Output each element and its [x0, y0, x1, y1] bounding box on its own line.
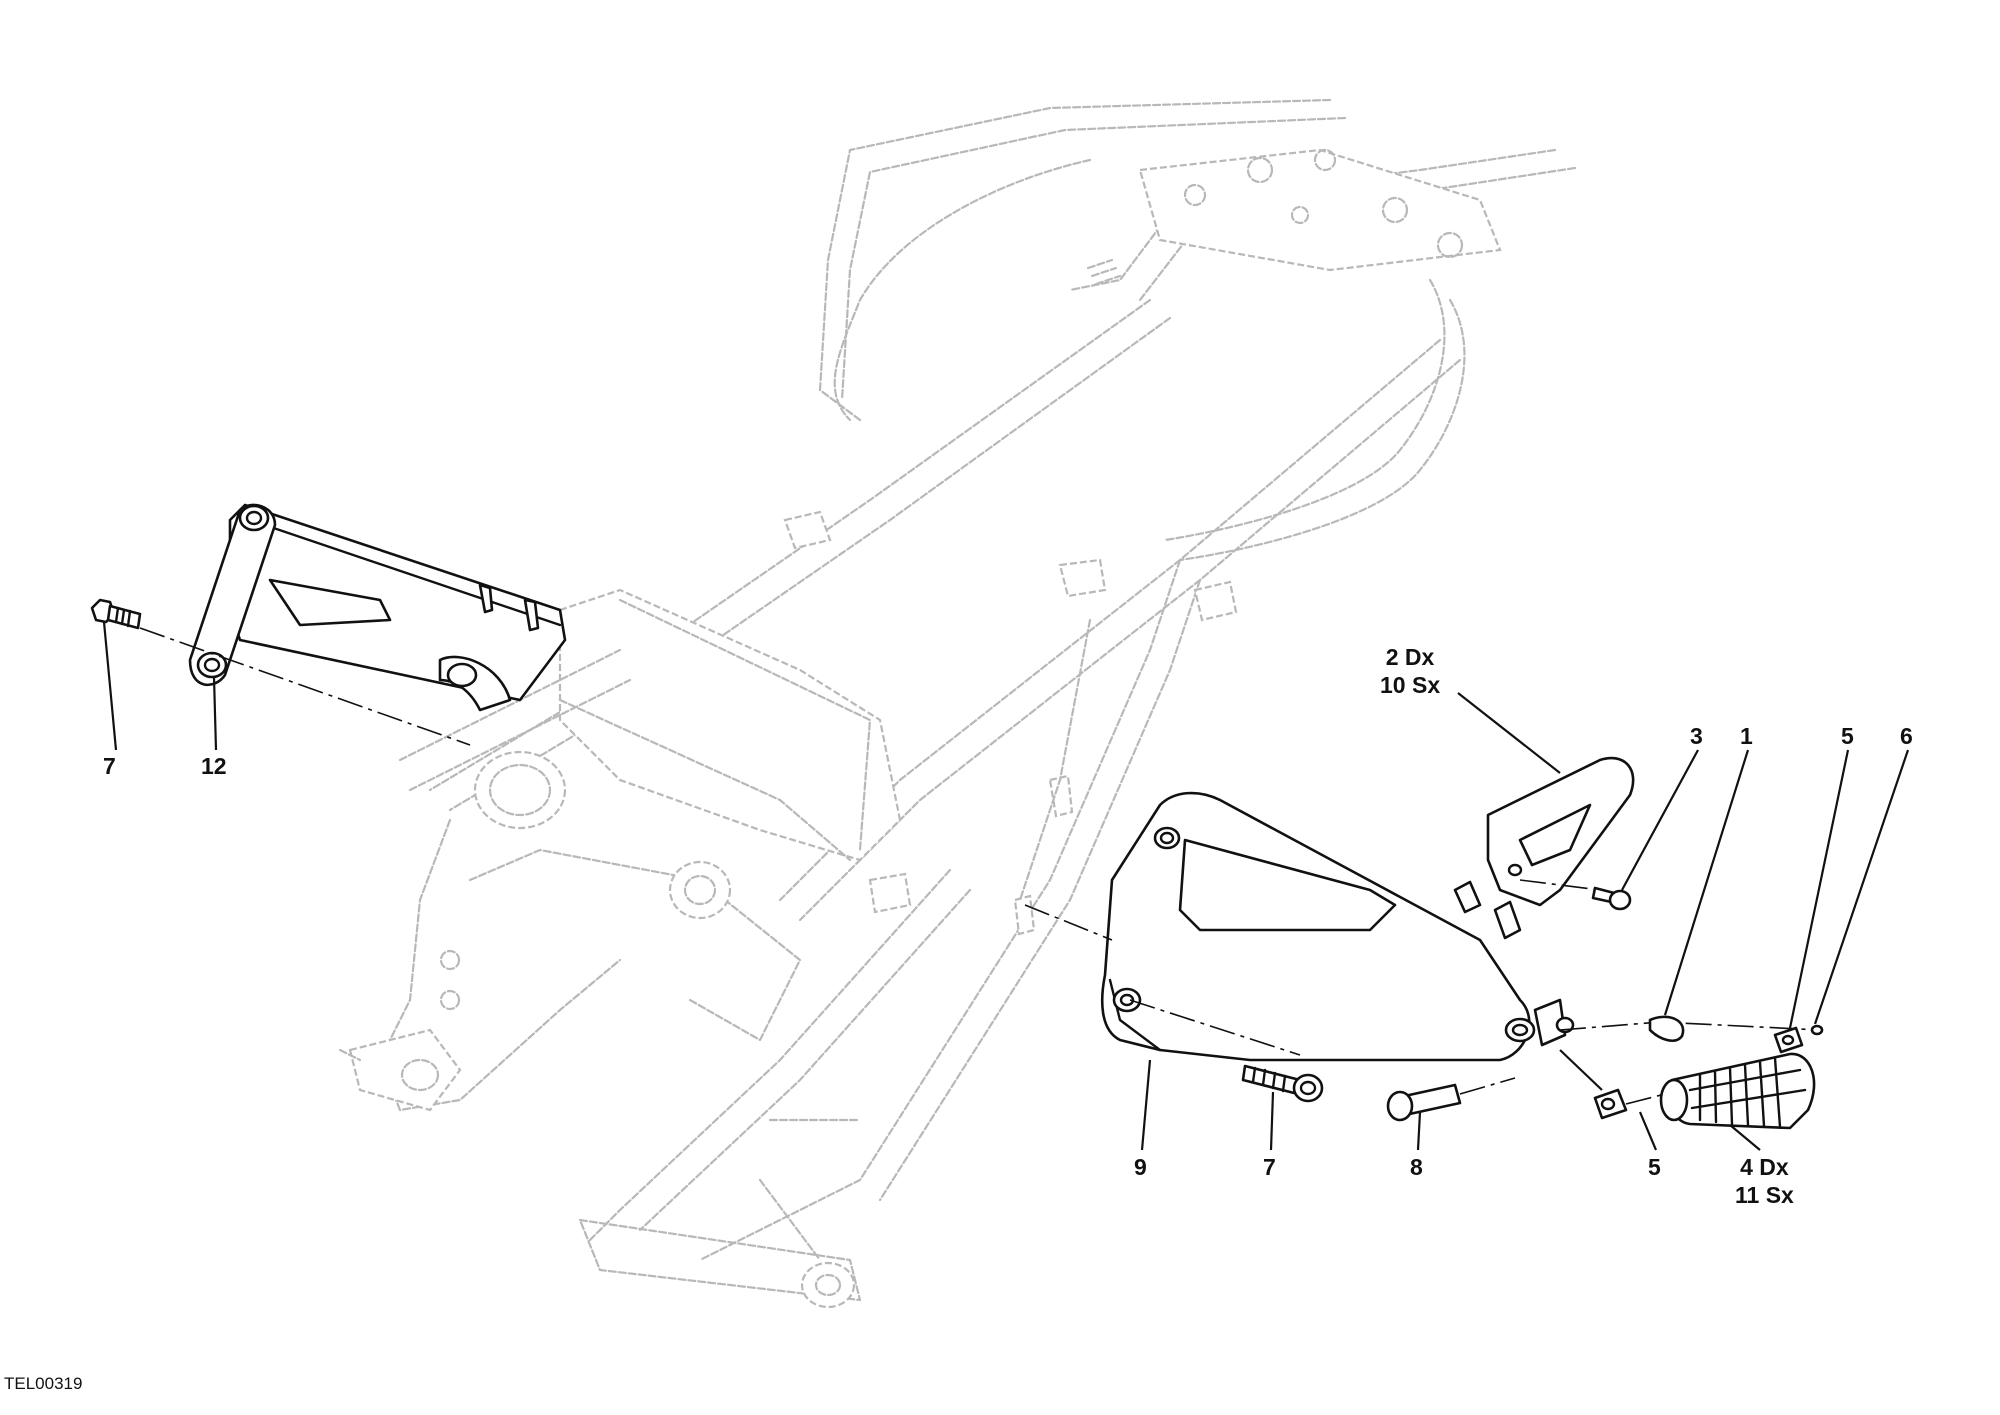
- footpeg: [1659, 1052, 1816, 1130]
- leader-7-left: [102, 621, 118, 751]
- callout-1: 1: [1740, 723, 1753, 749]
- left-footpeg-bracket: [188, 503, 567, 712]
- right-footpeg-bracket: [1100, 791, 1575, 1062]
- footpeg-pivot-pin: [1386, 1077, 1516, 1122]
- callout-12: 12: [201, 753, 227, 779]
- leader-7-right: [1269, 1091, 1275, 1151]
- leader-4: [1729, 1124, 1761, 1151]
- callout-6: 6: [1900, 723, 1913, 749]
- left-bracket-bolt: [90, 598, 142, 630]
- callout-3: 3: [1690, 723, 1703, 749]
- callout-7-right: 7: [1263, 1154, 1276, 1180]
- drawing-reference-code: TEL00319: [4, 1374, 83, 1393]
- callout-8: 8: [1410, 1154, 1423, 1180]
- leader-3: [1621, 749, 1699, 891]
- footpeg-washer-lower: [1593, 1088, 1628, 1120]
- leader-2: [1457, 692, 1561, 774]
- left-bracket-bolt-axis: [139, 627, 471, 746]
- callout-4-line2: 11 Sx: [1735, 1182, 1794, 1208]
- leader-6: [1813, 749, 1910, 1025]
- return-spring-clip: [1648, 1015, 1685, 1042]
- washer-axis: [1625, 1093, 1666, 1105]
- callout-5-lower: 5: [1648, 1154, 1661, 1180]
- leader-5-upper: [1788, 749, 1850, 1029]
- right-bracket-axis-upper: [1024, 904, 1113, 941]
- callout-5-upper: 5: [1841, 723, 1854, 749]
- callout-2-line1: 2 Dx: [1385, 644, 1435, 670]
- footpeg-washer-upper: [1773, 1026, 1804, 1054]
- callout-4-11: 4 Dx 11 Sx: [1735, 1153, 1794, 1209]
- callout-2-line2: 10 Sx: [1380, 672, 1441, 698]
- ghost-motorcycle-frame: [338, 98, 1577, 1309]
- heel-guard-screw: [1591, 886, 1632, 911]
- heel-guard: [1486, 756, 1635, 907]
- leader-1: [1663, 749, 1750, 1016]
- leader-8: [1416, 1111, 1422, 1151]
- leader-5-lower-drop: [1638, 1111, 1658, 1151]
- callout-2-10: 2 Dx 10 Sx: [1380, 643, 1440, 699]
- callout-9: 9: [1134, 1154, 1147, 1180]
- leader-9: [1140, 1059, 1152, 1151]
- pin-axis: [1559, 1021, 1821, 1031]
- right-bracket-axis-lower: [1129, 999, 1301, 1056]
- guard-bolt-axis: [1519, 879, 1601, 891]
- leader-5-lower: [1559, 1049, 1603, 1091]
- callout-4-line1: 4 Dx: [1740, 1154, 1789, 1180]
- cotter-pin: [1810, 1024, 1824, 1036]
- callout-7-left: 7: [103, 753, 116, 779]
- right-bracket-bolt: [1241, 1064, 1324, 1103]
- leader-12: [212, 676, 218, 751]
